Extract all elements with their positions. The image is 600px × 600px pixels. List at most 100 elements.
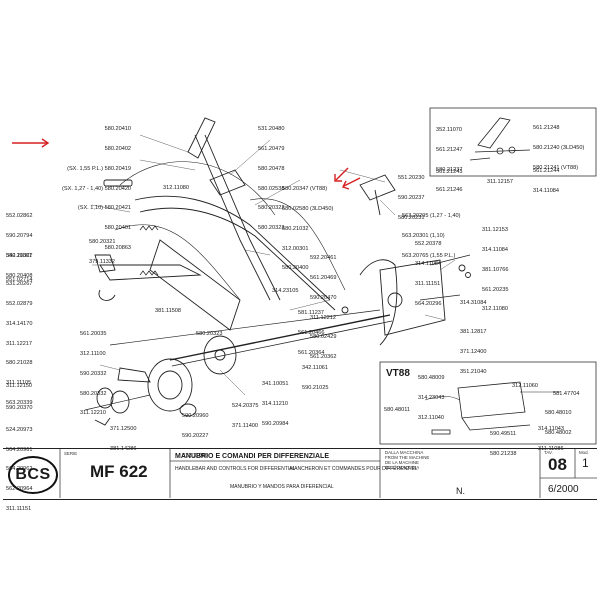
linkage-bracket bbox=[359, 174, 396, 201]
cable-1 bbox=[119, 161, 276, 216]
part-label: 580.20400 bbox=[282, 265, 309, 272]
part-label: 581.47704 bbox=[553, 391, 580, 398]
part-label: 580.02538 bbox=[258, 185, 285, 192]
part-label: 580.48010 bbox=[545, 410, 572, 417]
part-label: 561.21248 bbox=[533, 125, 560, 132]
vt88-labels-b: 312.11060 bbox=[512, 370, 538, 403]
part-label: 312.11080 bbox=[163, 185, 190, 192]
part-label: 590.20960 bbox=[182, 413, 209, 420]
part-label: 381.10766 bbox=[482, 266, 509, 273]
red-callout-arrows bbox=[12, 138, 361, 190]
part-label: 580.21241 (VT88) bbox=[533, 164, 579, 171]
grip-left bbox=[99, 264, 202, 281]
part-label: 580.48009 bbox=[418, 375, 445, 382]
labels-524-block: 524.20375 371.11400 bbox=[232, 390, 258, 443]
table-number: 08 bbox=[548, 455, 567, 474]
label-314-31084: 314.31084 bbox=[460, 287, 486, 320]
part-label: 563.20339 bbox=[6, 399, 33, 406]
gear-housing bbox=[147, 358, 193, 412]
mod-label: Mod. bbox=[579, 450, 589, 455]
part-label: 580.20863 bbox=[104, 244, 132, 251]
labels-left-col3: 342.11061 551.02714 bbox=[6, 240, 32, 297]
pin-right bbox=[429, 254, 471, 266]
part-label: 371.11400 bbox=[232, 422, 259, 429]
part-label: 580.21237 bbox=[436, 166, 463, 173]
part-label: 563.20295 (1,27 - 1,40) bbox=[402, 213, 461, 220]
part-label: 580.48011 bbox=[384, 407, 411, 414]
label-381-11508: 381.11508 bbox=[155, 295, 181, 328]
inset-lever bbox=[477, 117, 511, 149]
part-label: 580.02429 bbox=[310, 334, 337, 341]
part-label: 590.20984 bbox=[262, 420, 289, 427]
part-label: 581.11237 bbox=[298, 310, 325, 317]
part-label: 311.11151 bbox=[6, 505, 32, 512]
part-label: 312.00301 bbox=[282, 245, 309, 252]
part-label: 580.20231 bbox=[398, 214, 425, 221]
part-label: 371.12400 bbox=[460, 348, 487, 355]
part-label: 561.20466 bbox=[298, 329, 325, 336]
serie-label: SERIE bbox=[64, 451, 78, 456]
part-label: (SX. 1,55 P.L.) 580.20419 bbox=[67, 165, 132, 172]
part-label: 314.31084 bbox=[460, 300, 487, 307]
part-label: 531.20267 bbox=[6, 281, 33, 288]
part-label: 580.20402 bbox=[104, 145, 132, 152]
labels-right-col: 311.12153 314.11084 381.10766 561.20235 … bbox=[482, 214, 508, 326]
vt88-labels-a: 580.48009 314.23043 312.11040 bbox=[418, 362, 444, 435]
labels-341-block: 341.10051 314.11210 590.20984 bbox=[262, 368, 288, 441]
control-rod bbox=[109, 309, 381, 346]
part-label: 524.20973 bbox=[6, 426, 33, 433]
vt88-bracket bbox=[457, 381, 526, 419]
flange-disc bbox=[203, 335, 237, 375]
part-label: 312.11100 bbox=[80, 350, 106, 357]
part-label: 590.20470 bbox=[310, 294, 337, 301]
table-label: TAV. bbox=[544, 450, 553, 455]
part-label: 314.11043 bbox=[538, 426, 565, 433]
flange-center bbox=[214, 349, 226, 361]
inset-vt88-frame bbox=[379, 361, 597, 445]
part-label: 561.20479 bbox=[258, 145, 285, 152]
part-label: 580.20347 (VT88) bbox=[282, 186, 328, 193]
title-spanish: MANUBRIO Y MANDOS PARA DIFERENCIAL bbox=[230, 484, 334, 490]
drive-shaft bbox=[169, 314, 391, 361]
spring-2 bbox=[139, 225, 159, 231]
part-label: 590.20227 bbox=[182, 432, 209, 439]
labels-center-low: 581.11237 561.20466 561.20364 bbox=[298, 297, 324, 370]
inset-top-frame bbox=[429, 107, 597, 177]
part-label: (SX. 1,27 - 1,40) 580.20420 bbox=[62, 185, 132, 192]
vt88-plate bbox=[461, 417, 531, 431]
part-label: 312.11060 bbox=[512, 383, 539, 390]
labels-590-bottom: 590.20960 590.20227 312.11080 bbox=[182, 400, 208, 473]
bracket-bottom bbox=[117, 367, 151, 383]
part-label: 524.20375 bbox=[232, 403, 259, 410]
handlebar-tube-right bbox=[194, 134, 271, 301]
axle-bottom bbox=[84, 394, 151, 411]
nut-center bbox=[341, 306, 349, 314]
part-label: 314.23105 bbox=[272, 288, 299, 295]
washer-2 bbox=[110, 390, 130, 414]
gearbox-rod bbox=[419, 294, 461, 301]
part-label: 580.20408 bbox=[6, 272, 33, 279]
part-label: 311.12153 bbox=[482, 227, 509, 234]
vt88-spring bbox=[431, 429, 451, 435]
from-machine-es: DE LA MAQUINA bbox=[385, 465, 420, 470]
labels-563-block: 563.20295 (1,27 - 1,40) 563.20301 (1,10)… bbox=[402, 200, 460, 273]
part-label: 580.20323 bbox=[258, 225, 285, 232]
title-french: MANCHERON ET COMMANDES POUR DIFFÉRENTIEL bbox=[290, 466, 418, 472]
labels-342-block: 342.11061 590.21025 bbox=[302, 352, 328, 405]
part-label: 314.11210 bbox=[262, 400, 289, 407]
vt88-label-580-48011: 580.48011 bbox=[384, 394, 410, 427]
vt88-labels-c: 580.48010 580.48002 bbox=[545, 397, 571, 450]
labels-left-col4: 531.20267 552.02879 314.14170 311.12217 … bbox=[6, 268, 32, 420]
part-label: 580.21238 bbox=[490, 450, 517, 457]
from-machine-block: DALLA MACCHINA FROM THE MACHINE DE LA MA… bbox=[385, 450, 429, 470]
spring-1 bbox=[139, 270, 159, 276]
part-label: 314.11084 bbox=[482, 246, 509, 253]
part-label: 371.12500 bbox=[110, 426, 137, 433]
part-label: 311.12150 bbox=[6, 383, 33, 390]
label-312-11080-top: 312.11080 bbox=[163, 172, 189, 205]
part-label: 561.20362 bbox=[310, 354, 337, 361]
part-label: 580.20321 bbox=[89, 239, 116, 246]
part-label: 352.11070 bbox=[436, 127, 463, 134]
part-label: 311.12217 bbox=[6, 340, 33, 347]
washer-1 bbox=[96, 387, 114, 409]
